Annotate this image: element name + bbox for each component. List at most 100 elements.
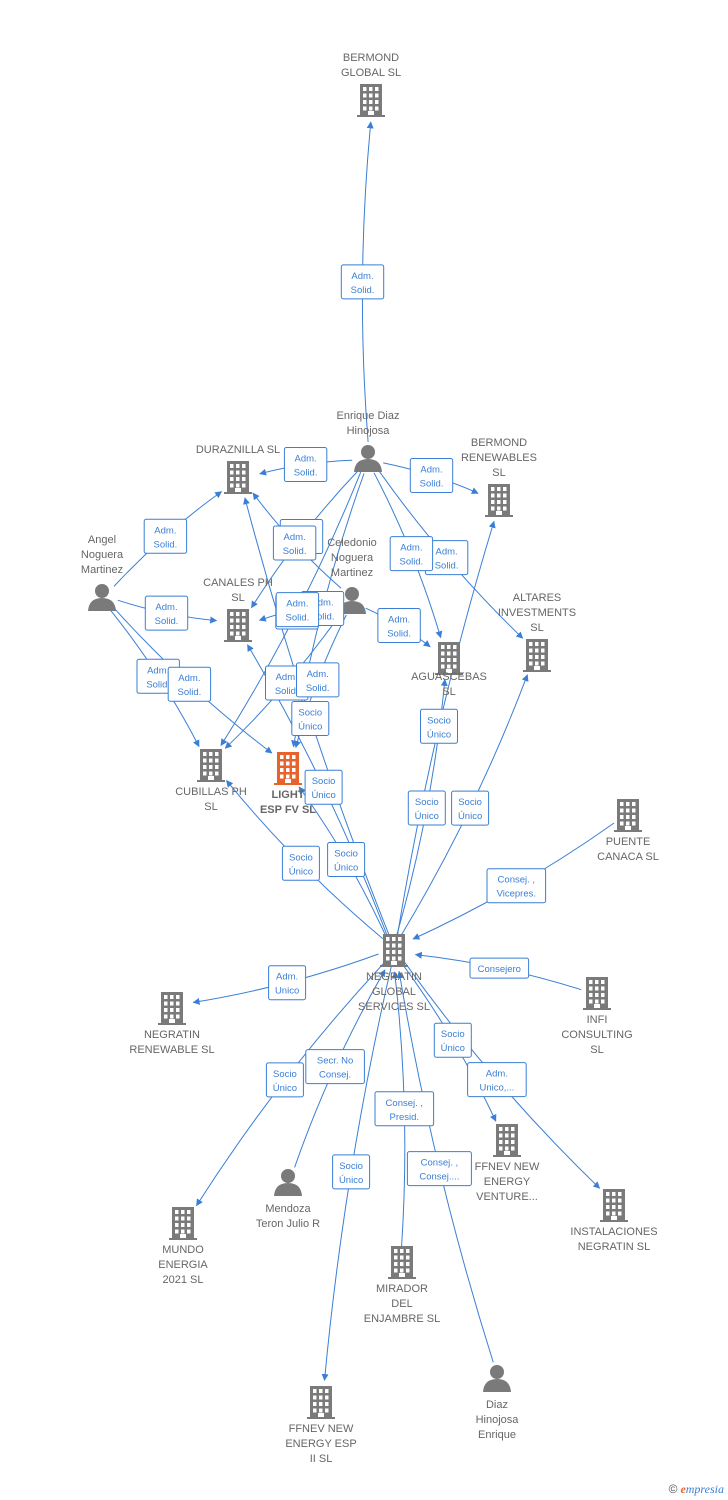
edge-label-text: Adm. xyxy=(420,465,442,476)
edge-label-box xyxy=(486,868,547,904)
node-label: NEGRATIN xyxy=(144,1029,200,1041)
edge-label-text: Solid. xyxy=(275,686,299,697)
edge-label[interactable]: Adm.Solid. xyxy=(283,447,328,482)
node-label: DURAZNILLA SL xyxy=(196,444,280,456)
building-icon xyxy=(169,1207,197,1240)
edge-label[interactable]: Adm. Unico xyxy=(268,965,307,1001)
edge-label[interactable]: Consej. ,Presid. xyxy=(374,1091,435,1127)
edge-label-text: Solid. xyxy=(146,679,170,690)
edge-label-text: Socio xyxy=(458,797,482,808)
edge-label[interactable]: Consej. ,Vicepres. xyxy=(486,868,547,904)
node-label: II SL xyxy=(310,1453,333,1465)
node-label: SL xyxy=(231,592,244,604)
edge-label[interactable]: Adm. Solid. xyxy=(275,592,320,628)
edge-label-box xyxy=(377,608,421,643)
edge-label[interactable]: Adm.Solid. xyxy=(143,518,188,554)
edge-label-text: Unico xyxy=(275,986,299,997)
edge-label-text: Solid. xyxy=(154,539,178,550)
node-duraznilla[interactable]: DURAZNILLA SL xyxy=(196,444,280,494)
node-label: SL xyxy=(204,801,217,813)
edge-label[interactable]: Adm.Unico,... xyxy=(467,1062,527,1098)
edge-label-text: Único xyxy=(441,1043,465,1054)
edge-label-text: Único xyxy=(415,811,439,822)
edge-label[interactable]: Consejero xyxy=(469,957,530,979)
edge-label-text: Adm. xyxy=(388,615,410,626)
node-ffnevventure[interactable]: FFNEV NEWENERGYVENTURE... xyxy=(475,1124,540,1203)
edge-label[interactable]: Adm. Solid. xyxy=(409,458,454,493)
brand-logo: ©empresia xyxy=(669,1482,724,1497)
edge-label[interactable]: Consej. ,Consej.... xyxy=(406,1151,472,1187)
edge-label-text: Solid. xyxy=(286,613,310,624)
edge-label-text: Adm. xyxy=(276,972,298,983)
edges-layer xyxy=(110,121,615,1381)
node-label: NEGRATIN xyxy=(366,971,422,983)
edge-label[interactable]: Adm.Solid. xyxy=(389,536,434,572)
edge-label-text: Adm. xyxy=(286,599,308,610)
edge-label-text: Socio xyxy=(427,715,451,726)
edge-label[interactable]: Adm.Solid. xyxy=(424,540,469,576)
building-icon xyxy=(583,977,611,1010)
edge-label[interactable]: Adm.Solid. xyxy=(144,595,189,631)
edge-label-text: Adm. xyxy=(276,672,298,683)
edge-label-text: Adm. xyxy=(400,543,422,554)
edge-label-text: Adm. xyxy=(436,547,458,558)
edge-label-text: Consej. , xyxy=(421,1158,459,1169)
node-label: VENTURE... xyxy=(476,1191,538,1203)
edge-label[interactable]: Adm.Solid. xyxy=(377,608,421,643)
building-icon xyxy=(224,461,252,494)
edge-label-text: Solid. xyxy=(351,285,375,296)
edge-label-text: Solid. xyxy=(420,479,444,490)
person-icon xyxy=(483,1365,511,1392)
edge-label-box xyxy=(283,447,328,482)
edge-label[interactable]: Adm.Solid. xyxy=(272,525,317,561)
edge-label-text: Socio xyxy=(312,776,336,787)
edge-label[interactable]: Adm.Solid. xyxy=(296,662,340,698)
edge-label-box xyxy=(327,842,366,877)
node-label: Hinojosa xyxy=(476,1414,520,1426)
node-label: ENERGY xyxy=(484,1176,531,1188)
node-label: FFNEV NEW xyxy=(289,1423,354,1435)
edge-label-box xyxy=(281,845,320,881)
edge-label-text: Único xyxy=(427,729,451,740)
edge-label[interactable]: Adm.Solid. xyxy=(167,666,212,702)
edge-label-text: Solid. xyxy=(155,616,179,627)
edge-label-text: Vicepres. xyxy=(497,889,536,900)
edge-label-box xyxy=(144,595,189,631)
node-label: Teron Julio R xyxy=(256,1218,320,1230)
edge-label[interactable]: Adm.Solid. xyxy=(340,264,385,300)
node-label: 2021 SL xyxy=(163,1274,204,1286)
node-label: ENJAMBRE SL xyxy=(364,1313,440,1325)
